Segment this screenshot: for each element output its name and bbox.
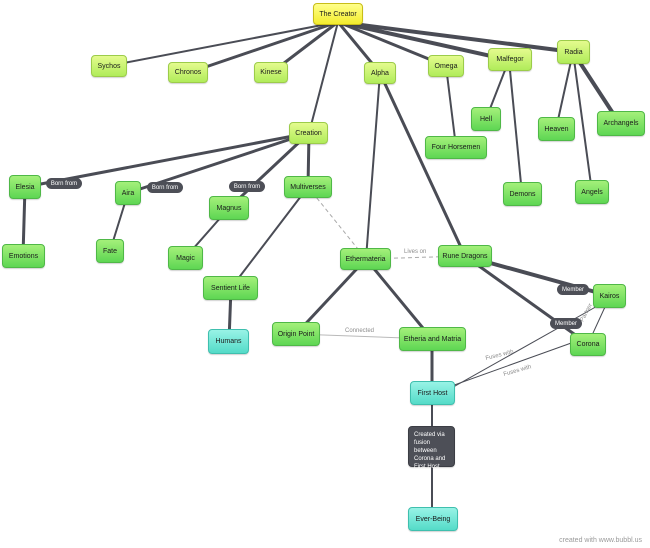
- node-ever-being[interactable]: Ever-Being: [408, 507, 458, 531]
- fuses-with-label-1: Fuses with: [485, 349, 514, 362]
- node-corona[interactable]: Corona: [570, 333, 606, 356]
- lives-on-label: Lives on: [404, 249, 426, 255]
- watermark: created with www.bubbl.us: [559, 537, 642, 544]
- born-from-label-1: Born from: [46, 178, 82, 189]
- node-rune-dragons[interactable]: Rune Dragons: [438, 245, 492, 267]
- node-sychos[interactable]: Sychos: [91, 55, 127, 77]
- node-the-creator[interactable]: The Creator: [313, 3, 363, 25]
- node-archangels[interactable]: Archangels: [597, 111, 645, 136]
- node-malfegor[interactable]: Malfegor: [488, 48, 532, 71]
- node-omega[interactable]: Omega: [428, 55, 464, 77]
- node-kinese[interactable]: Kinese: [254, 62, 288, 83]
- node-demons[interactable]: Demons: [503, 182, 542, 206]
- node-humans[interactable]: Humans: [208, 329, 249, 354]
- node-four-horsemen[interactable]: Four Horsemen: [425, 136, 487, 159]
- node-etheria-and-matria[interactable]: Etheria and Matria: [399, 327, 466, 351]
- node-heaven[interactable]: Heaven: [538, 117, 575, 141]
- node-alpha[interactable]: Alpha: [364, 62, 396, 84]
- partner-label: Partner: [579, 303, 594, 323]
- node-hell[interactable]: Hell: [471, 107, 501, 131]
- connected-label: Connected: [345, 328, 374, 334]
- node-chronos[interactable]: Chronos: [168, 62, 208, 83]
- node-origin-point[interactable]: Origin Point: [272, 322, 320, 346]
- node-first-host[interactable]: First Host: [410, 381, 455, 405]
- node-emotions[interactable]: Emotions: [2, 244, 45, 268]
- node-fate[interactable]: Fate: [96, 239, 124, 263]
- member-label-2: Member: [550, 318, 582, 329]
- born-from-label-3: Born from: [229, 181, 265, 192]
- node-magic[interactable]: Magic: [168, 246, 203, 270]
- node-multiverses[interactable]: Multiverses: [284, 176, 332, 198]
- member-label-1: Member: [557, 284, 589, 295]
- node-radia[interactable]: Radia: [557, 40, 590, 64]
- node-ethermateria[interactable]: Ethermateria: [340, 248, 391, 270]
- node-magnus[interactable]: Magnus: [209, 196, 249, 220]
- node-angels[interactable]: Angels: [575, 180, 609, 204]
- node-creation[interactable]: Creation: [289, 122, 328, 144]
- born-from-label-2: Born from: [147, 182, 183, 193]
- node-sentient-life[interactable]: Sentient Life: [203, 276, 258, 300]
- node-kairos[interactable]: Kairos: [593, 284, 626, 308]
- node-elesia[interactable]: Elesia: [9, 175, 41, 199]
- node-aira[interactable]: Aira: [115, 181, 141, 205]
- note-fusion[interactable]: Created via fusion between Corona and Fi…: [408, 426, 455, 470]
